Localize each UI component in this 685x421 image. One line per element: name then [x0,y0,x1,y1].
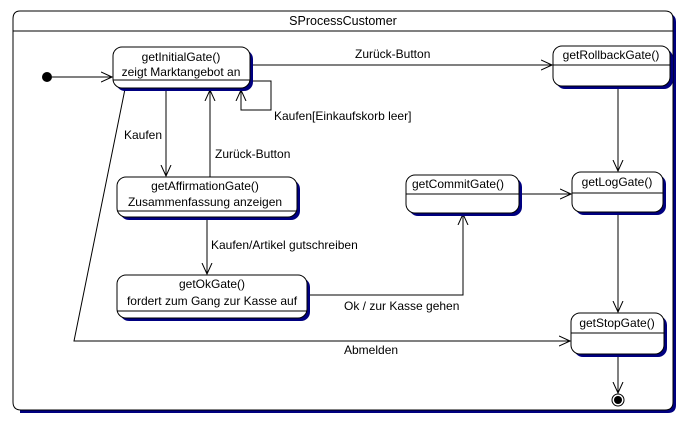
label-ok-to-commit: Ok / zur Kasse gehen [344,299,459,313]
state-name: getRollbackGate() [563,48,660,62]
label-initial-to-stop: Abmelden [344,343,398,357]
final-state [611,393,625,407]
state-name: getAffirmationGate() [151,179,259,193]
state-rollback-gate[interactable]: getRollbackGate() [552,45,673,89]
state-name: getOkGate() [179,277,245,291]
transition-initial-to-stop [73,88,570,341]
state-ok-gate[interactable]: getOkGate() fordert zum Gang zur Kasse a… [116,274,310,321]
state-initial-gate[interactable]: getInitialGate() zeigt Marktangebot an [112,46,253,91]
state-activity: Zusammenfassung anzeigen [128,195,282,209]
label-affirmation-to-ok: Kaufen/Artikel gutschreiben [211,238,358,252]
label-initial-to-rollback: Zurück-Button [355,47,430,61]
state-name: getCommitGate() [412,177,504,191]
state-name: getLogGate() [582,175,653,189]
state-stop-gate[interactable]: getStopGate() [570,312,667,357]
state-activity: fordert zum Gang zur Kasse auf [127,294,298,308]
label-initial-self-loop: Kaufen[Einkaufskorb leer] [274,109,411,123]
label-initial-to-affirmation: Kaufen [124,128,162,142]
label-affirmation-to-initial: Zurück-Button [215,147,290,161]
state-activity: zeigt Marktangebot an [122,65,241,79]
state-affirmation-gate[interactable]: getAffirmationGate() Zusammenfassung anz… [116,176,300,220]
frame-title: SProcessCustomer [289,14,397,28]
transition-ok-to-commit [308,214,463,296]
state-name: getStopGate() [579,316,654,330]
state-log-gate[interactable]: getLogGate() [571,171,666,215]
state-name: getInitialGate() [142,50,221,64]
state-commit-gate[interactable]: getCommitGate() [405,174,522,216]
transition-initial-self-loop [241,80,272,111]
initial-pseudostate [42,72,52,82]
